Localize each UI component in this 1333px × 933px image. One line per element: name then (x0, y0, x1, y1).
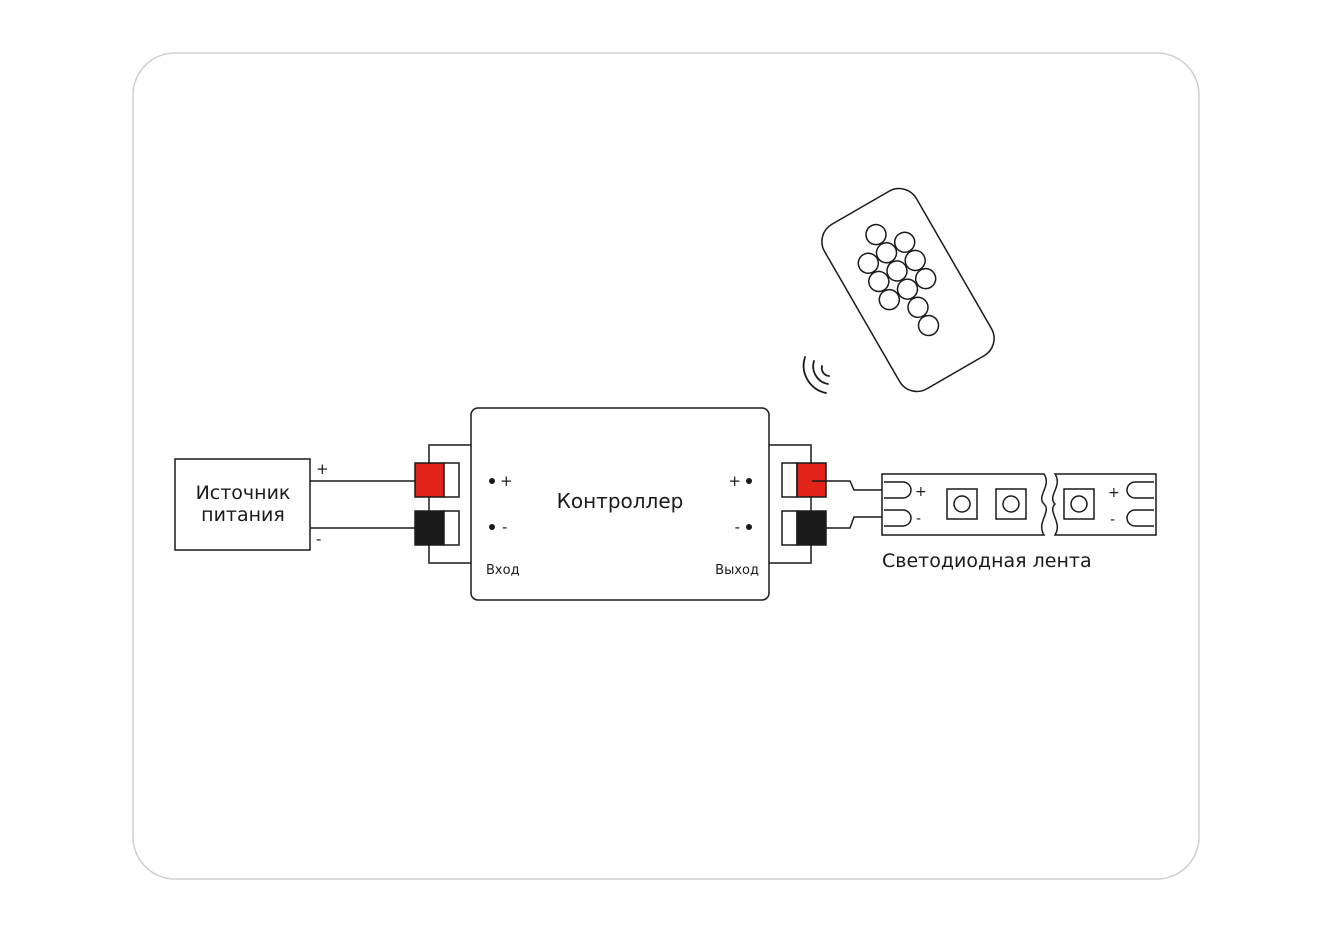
remote-button (865, 223, 887, 246)
remote-control-icon (821, 187, 995, 393)
input-positive-terminal (414, 462, 445, 498)
remote-button (917, 314, 940, 337)
power-source: Источник питания + - (174, 458, 329, 551)
source-plus-label: + (316, 460, 329, 478)
input-minus-dot (489, 524, 495, 530)
led-strip: + - + - Светодиодная лента (881, 473, 1157, 572)
remote-button (875, 242, 898, 264)
power-source-label-line1: Источник (196, 482, 291, 504)
output-terminal-block (769, 444, 827, 564)
led-chip (946, 488, 978, 520)
remote-button (857, 252, 880, 275)
strip-minus-right-label: - (1110, 512, 1115, 528)
remote-button (907, 296, 929, 319)
remote-button (896, 278, 919, 300)
wireless-signal-icon (802, 356, 830, 394)
remote-button (914, 267, 937, 290)
diagram-frame (132, 52, 1200, 880)
output-plus-label: + (728, 472, 741, 490)
output-minus-dot (746, 524, 752, 530)
strip-pad-plus-right (1126, 481, 1154, 499)
led-chip (1063, 488, 1095, 520)
output-positive-terminal (796, 462, 827, 498)
led-strip-label: Светодиодная лента (882, 550, 1092, 572)
output-plus-dot (746, 478, 752, 484)
output-label: Выход (715, 563, 759, 578)
input-minus-label: - (502, 518, 507, 536)
wire-negative-out (826, 516, 885, 529)
controller-label: Контроллер (557, 489, 684, 513)
strip-plus-left-label: + (915, 484, 927, 500)
input-plus-label: + (500, 472, 513, 490)
strip-plus-right-label: + (1108, 485, 1120, 501)
input-plus-dot (489, 478, 495, 484)
output-minus-label: - (735, 518, 740, 536)
output-negative-terminal (796, 510, 827, 546)
strip-pad-minus-left (884, 509, 912, 527)
power-source-box (174, 458, 311, 551)
strip-pad-plus-left (884, 481, 912, 499)
input-terminal-block (414, 444, 471, 564)
input-negative-terminal (414, 510, 445, 546)
power-source-label-line2: питания (201, 504, 285, 526)
controller-box (470, 407, 770, 601)
strip-minus-left-label: - (916, 511, 921, 527)
remote-button (868, 270, 890, 293)
remote-button (886, 260, 908, 282)
input-label: Вход (486, 563, 520, 578)
wire-positive-out (812, 480, 885, 491)
remote-button (878, 288, 901, 311)
strip-pad-minus-right (1126, 509, 1154, 527)
remote-button (904, 249, 926, 272)
controller: Контроллер + - + - Вход Выход (470, 407, 770, 601)
led-chip (995, 488, 1027, 520)
remote-button (893, 231, 916, 254)
source-minus-label: - (316, 530, 321, 548)
